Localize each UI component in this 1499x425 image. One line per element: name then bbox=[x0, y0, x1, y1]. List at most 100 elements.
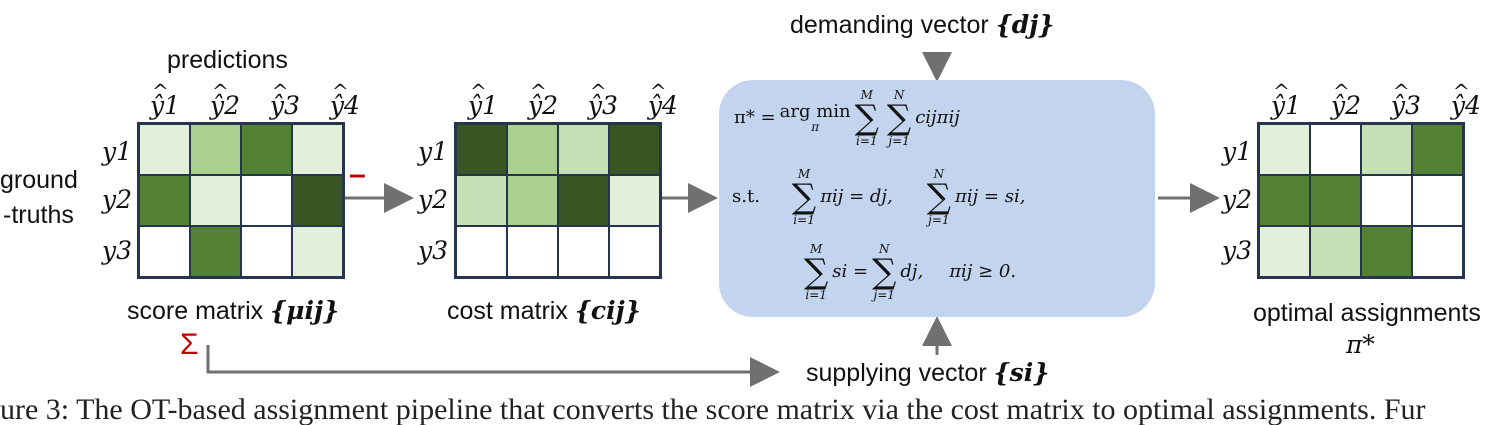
col-header: ŷ2 bbox=[528, 81, 580, 118]
cost-matrix bbox=[454, 122, 662, 279]
predictions-label: predictions bbox=[167, 46, 288, 74]
optimal-matrix-cell bbox=[1361, 175, 1412, 226]
cost-matrix-cell bbox=[558, 226, 609, 277]
score-matrix-cell bbox=[292, 124, 343, 175]
score-matrix-cell bbox=[139, 226, 190, 277]
cost-matrix-cell bbox=[558, 175, 609, 226]
figure-caption: ure 3: The OT-based assignment pipeline … bbox=[0, 395, 1426, 425]
sum-i: M∑i=1 bbox=[804, 242, 829, 302]
constraint-line-2: M∑i=1 si = N∑j=1 dj, πij ≥ 0. bbox=[800, 240, 1016, 304]
sum-j: N∑j=1 bbox=[886, 88, 912, 148]
sum-i: M∑i=1 bbox=[791, 167, 817, 227]
score-matrix-cell bbox=[241, 226, 292, 277]
cost-matrix-cell bbox=[609, 124, 660, 175]
score-matrix-cell bbox=[190, 226, 241, 277]
optimal-matrix-cell bbox=[1361, 124, 1412, 175]
col-header: ŷ1 bbox=[150, 81, 202, 118]
score-matrix-symbol: {μij} bbox=[270, 296, 340, 325]
minus-sign: – bbox=[349, 158, 366, 191]
demanding-vector-label: demanding vector {dj} bbox=[790, 10, 1055, 39]
cost-matrix-cell bbox=[456, 226, 507, 277]
nonneg-constraint: πij ≥ 0. bbox=[949, 261, 1017, 282]
optimal-matrix-cell bbox=[1310, 175, 1361, 226]
optimal-assignment-matrix bbox=[1257, 122, 1465, 279]
cost-row-header: y2 bbox=[418, 185, 449, 214]
cost-matrix-label: cost matrix {cij} bbox=[447, 296, 641, 325]
col-header: ŷ4 bbox=[330, 81, 382, 118]
score-row-header: y1 bbox=[102, 137, 133, 166]
optimal-matrix-cell bbox=[1259, 226, 1310, 277]
optimal-symbol: π* bbox=[1346, 330, 1375, 359]
argmin-text: arg min bbox=[779, 101, 851, 122]
score-matrix-cell bbox=[190, 124, 241, 175]
cost-matrix-cell bbox=[507, 124, 558, 175]
objective-lhs: π* = bbox=[734, 107, 776, 128]
cost-row-header: y3 bbox=[418, 236, 449, 265]
optimal-matrix-cell bbox=[1412, 175, 1463, 226]
balance-rhs: dj, bbox=[900, 261, 924, 282]
col-header: ŷ1 bbox=[468, 81, 520, 118]
col-header: ŷ3 bbox=[1391, 81, 1443, 118]
col-header: ŷ4 bbox=[648, 81, 700, 118]
cost-matrix-cell bbox=[609, 226, 660, 277]
cost-matrix-cell bbox=[609, 175, 660, 226]
ground-truths-label-2: -truths bbox=[3, 201, 74, 229]
optimal-assignments-label: optimal assignments bbox=[1253, 299, 1481, 327]
constraint-supply: πij = si, bbox=[955, 186, 1026, 207]
cost-matrix-cell bbox=[558, 124, 609, 175]
optimal-matrix-cell bbox=[1412, 226, 1463, 277]
sum-to-supply-arrow bbox=[206, 345, 780, 387]
supplying-vector-label: supplying vector {si} bbox=[806, 358, 1050, 387]
optimal-row-header: y2 bbox=[1222, 185, 1253, 214]
optimization-problem-box bbox=[719, 80, 1155, 317]
score-matrix-cell bbox=[292, 175, 343, 226]
score-row-header: y2 bbox=[102, 185, 133, 214]
ground-truths-label-1: ground bbox=[0, 166, 78, 194]
score-matrix-cell bbox=[190, 175, 241, 226]
optimal-matrix-cell bbox=[1412, 124, 1463, 175]
score-matrix-label: score matrix {μij} bbox=[127, 296, 340, 325]
supplying-vector-symbol: {si} bbox=[993, 358, 1050, 387]
score-matrix-cell bbox=[241, 124, 292, 175]
optimal-matrix-cell bbox=[1310, 226, 1361, 277]
balance-lhs: si = bbox=[832, 261, 869, 282]
cost-matrix-symbol: {cij} bbox=[574, 296, 641, 325]
cost-matrix-cell bbox=[507, 175, 558, 226]
score-matrix bbox=[137, 122, 345, 279]
sum-i: M∑i=1 bbox=[854, 88, 879, 148]
cost-matrix-cell bbox=[456, 124, 507, 175]
argmin: arg min π bbox=[779, 101, 851, 134]
objective-term: cijπij bbox=[915, 107, 960, 128]
optimal-matrix-cell bbox=[1361, 226, 1412, 277]
score-matrix-cell bbox=[139, 175, 190, 226]
argmin-sub: π bbox=[811, 120, 820, 134]
col-header: ŷ1 bbox=[1271, 81, 1323, 118]
cost-matrix-cell bbox=[507, 226, 558, 277]
score-matrix-cell bbox=[241, 175, 292, 226]
sum-j: N∑j=1 bbox=[926, 167, 952, 227]
demanding-vector-symbol: {dj} bbox=[995, 10, 1055, 39]
score-row-header: y3 bbox=[102, 236, 133, 265]
col-header: ŷ4 bbox=[1451, 81, 1499, 118]
score-matrix-cell bbox=[139, 124, 190, 175]
constraint-demand: πij = dj, bbox=[820, 186, 893, 207]
optimal-row-header: y3 bbox=[1222, 236, 1253, 265]
sum-j: N∑j=1 bbox=[872, 242, 897, 302]
optimal-matrix-cell bbox=[1259, 175, 1310, 226]
col-header: ŷ3 bbox=[588, 81, 640, 118]
optimal-matrix-cell bbox=[1310, 124, 1361, 175]
constraint-line-1: s.t. M∑i=1 πij = dj, N∑j=1 πij = si, bbox=[732, 165, 1025, 229]
score-col-headers: ŷ1 ŷ2 ŷ3 ŷ4 bbox=[150, 81, 382, 118]
optimal-row-header: y1 bbox=[1222, 137, 1253, 166]
st-label: s.t. bbox=[732, 186, 760, 207]
objective-equation: π* = arg min π M∑i=1 N∑j=1 cijπij bbox=[734, 88, 960, 148]
cost-row-header: y1 bbox=[418, 137, 449, 166]
cost-col-headers: ŷ1 ŷ2 ŷ3 ŷ4 bbox=[468, 81, 700, 118]
col-header: ŷ2 bbox=[210, 81, 262, 118]
sigma-sign: Σ bbox=[180, 328, 199, 361]
cost-matrix-cell bbox=[456, 175, 507, 226]
optimal-matrix-cell bbox=[1259, 124, 1310, 175]
score-matrix-cell bbox=[292, 226, 343, 277]
col-header: ŷ3 bbox=[270, 81, 322, 118]
